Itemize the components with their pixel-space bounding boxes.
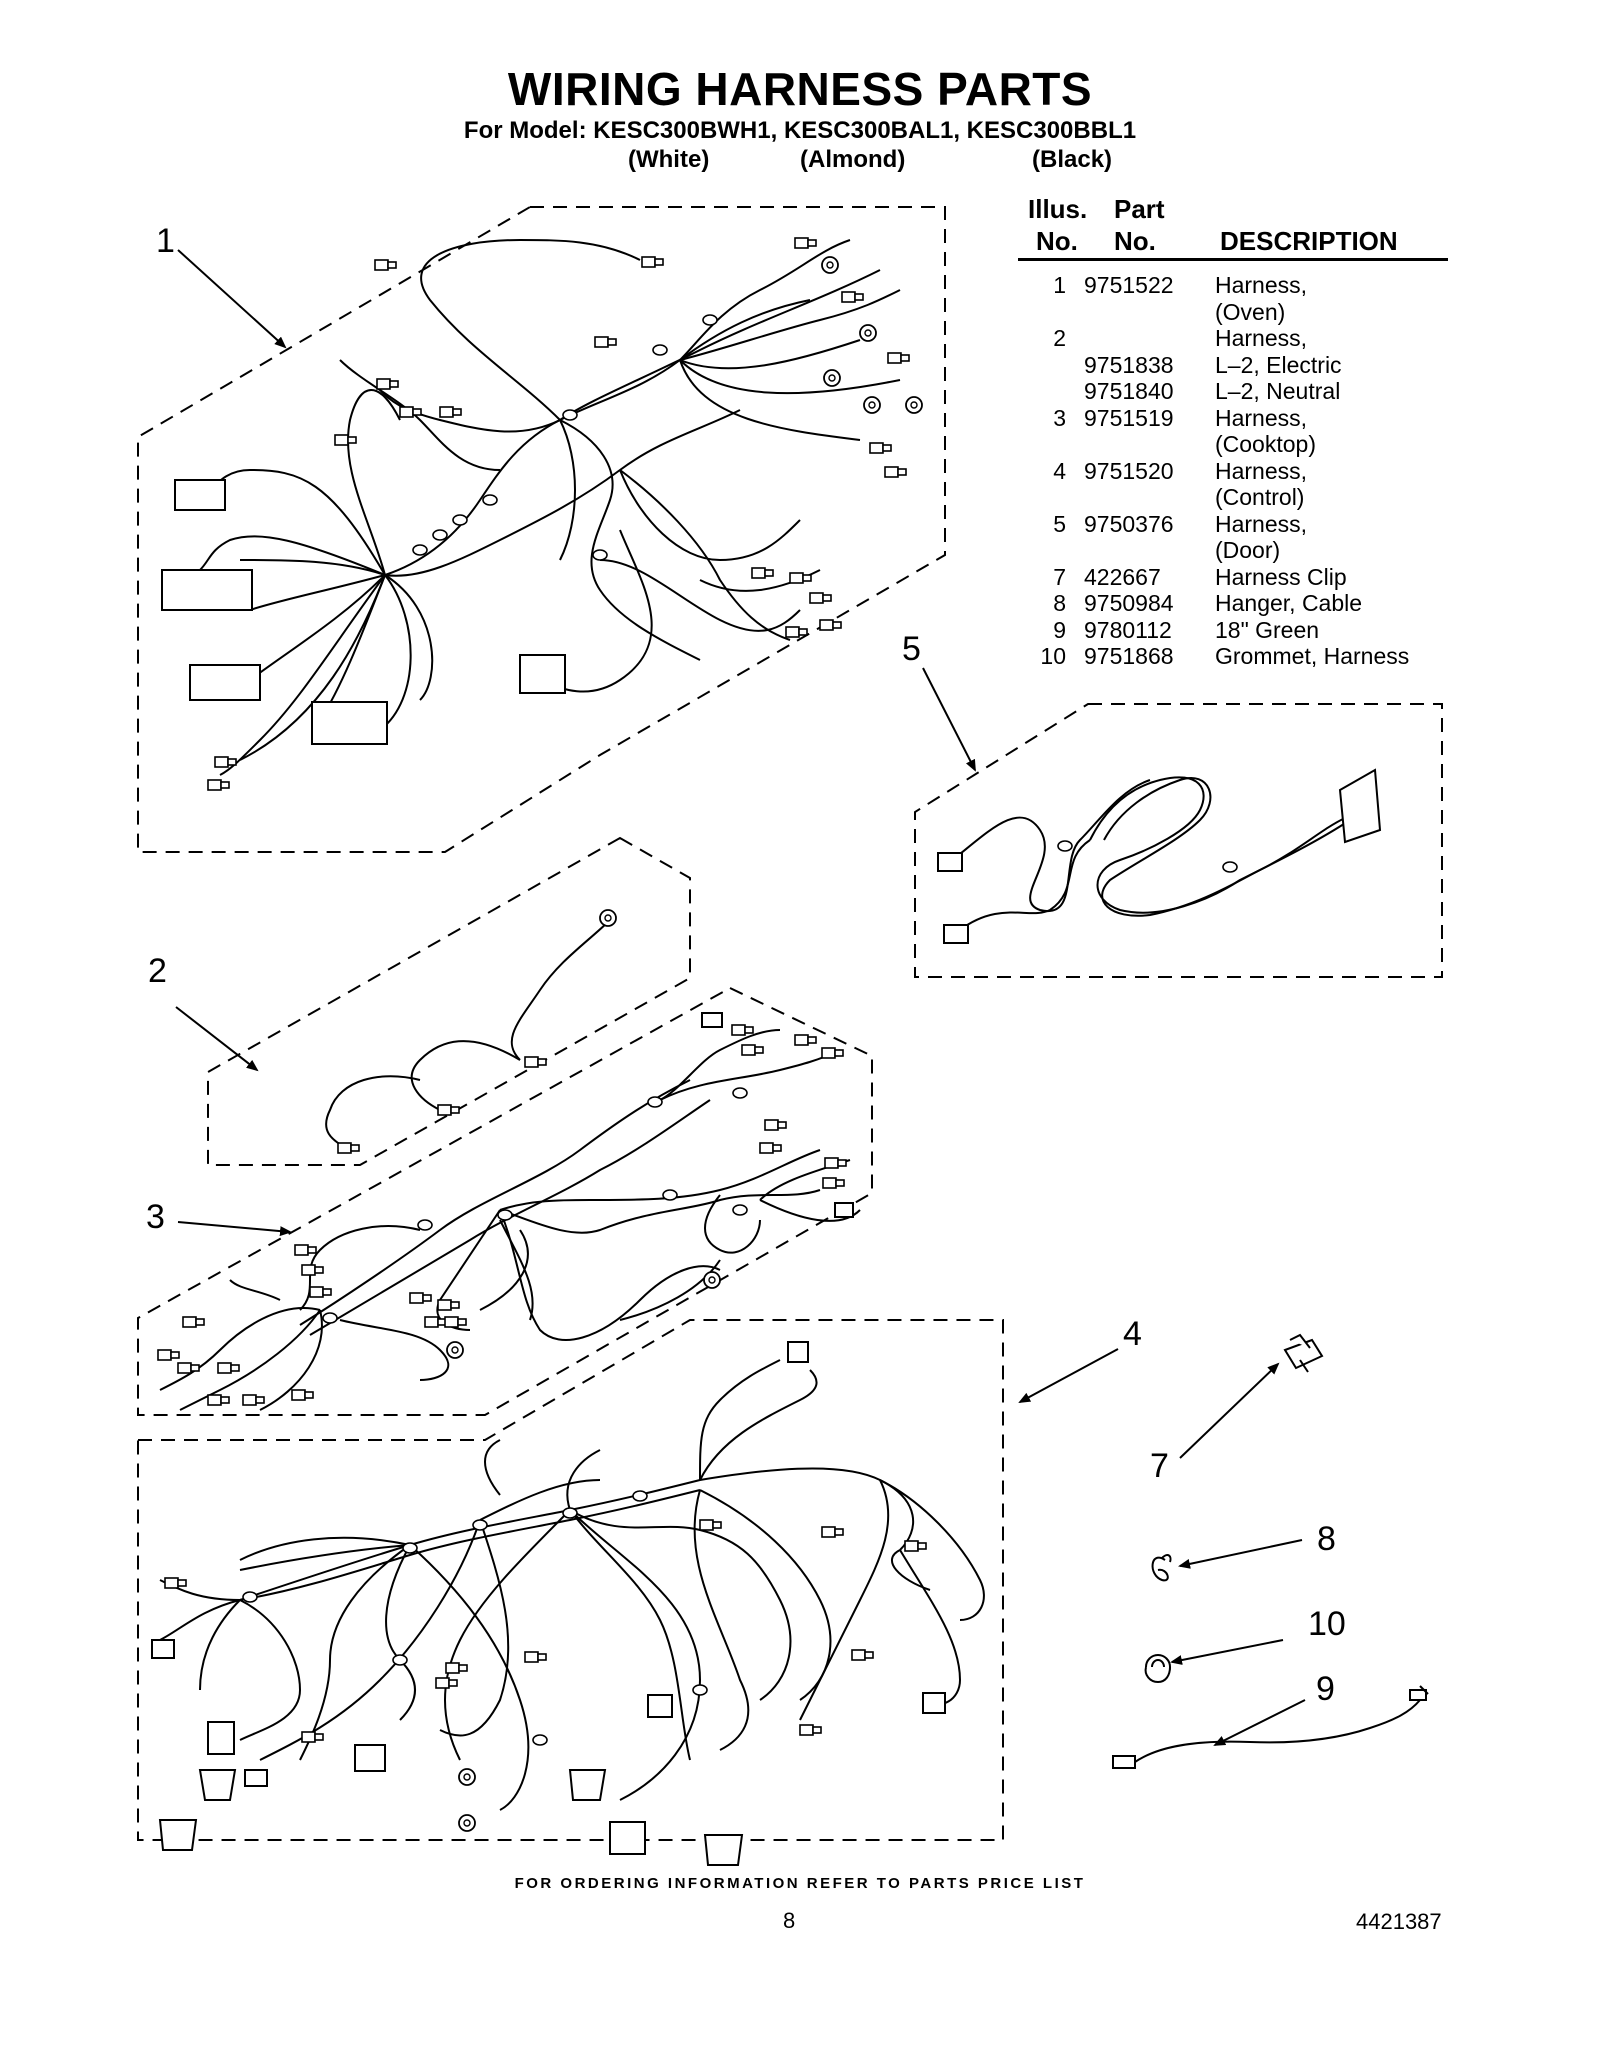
document-number: 4421387 — [1356, 1909, 1442, 1934]
callout-7: 7 — [1150, 1447, 1169, 1485]
part-number-cell: 9750984 — [1084, 590, 1174, 616]
cooktop-harness-group — [137, 986, 873, 1416]
illus-cell: 9 — [1053, 616, 1066, 643]
table-row: 4 9751520 Harness, — [1018, 458, 1448, 485]
callout-2: 2 — [148, 952, 167, 990]
description-cell: Harness, — [1215, 510, 1308, 537]
part-number-cell: 9751840 — [1084, 378, 1174, 404]
table-row: (Cooktop) — [1018, 431, 1448, 458]
page-number: 8 — [783, 1908, 796, 1933]
header-illus-line2: No. — [1036, 226, 1078, 256]
description-cell: L–2, Electric — [1215, 351, 1342, 378]
table-row: 8 9750984 Hanger, Cable — [1018, 590, 1448, 617]
illus-cell: 3 — [1053, 404, 1066, 431]
illus-cell: 4 — [1053, 457, 1066, 484]
door-harness-outline — [914, 703, 1443, 978]
illus-cell: 8 — [1053, 590, 1066, 616]
green-wire-part — [1112, 1685, 1429, 1769]
table-row: 2 Harness, — [1018, 325, 1448, 352]
header-description: DESCRIPTION — [1220, 226, 1398, 256]
header-rule — [1018, 258, 1448, 261]
callout-9: 9 — [1316, 1670, 1335, 1708]
page-title: WIRING HARNESS PARTS — [507, 63, 1093, 115]
description-cell: (Oven) — [1215, 298, 1286, 325]
illus-cell: 7 — [1053, 563, 1066, 590]
illus-cell: 1 — [1053, 272, 1066, 298]
part-number-cell: 9751522 — [1084, 272, 1174, 298]
callout-arrows — [175, 249, 1306, 1746]
illus-cell: 10 — [1040, 643, 1066, 669]
oven-harness-group — [137, 206, 946, 853]
control-harness-group — [137, 1319, 1004, 1866]
table-row: 1 9751522 Harness, — [1018, 272, 1448, 299]
part-number-cell: 9751519 — [1084, 404, 1174, 431]
table-row: 7 422667 Harness Clip — [1018, 564, 1448, 591]
part-number-cell: 422667 — [1084, 563, 1161, 590]
description-cell: 18" Green — [1215, 616, 1320, 643]
table-row: 3 9751519 Harness, — [1018, 405, 1448, 432]
callout-8: 8 — [1317, 1520, 1336, 1558]
variant-black: (Black) — [1032, 146, 1113, 173]
table-row: 9 9780112 18" Green — [1018, 617, 1448, 644]
description-cell: Harness Clip — [1215, 563, 1347, 590]
variant-almond: (Almond) — [800, 146, 906, 173]
description-cell: L–2, Neutral — [1215, 378, 1341, 404]
description-cell: (Door) — [1215, 537, 1281, 563]
callout-5: 5 — [902, 630, 921, 668]
table-row: (Control) — [1018, 484, 1448, 511]
description-cell: Harness, — [1215, 457, 1308, 484]
callout-10: 10 — [1308, 1605, 1346, 1643]
illus-cell: 5 — [1053, 510, 1066, 537]
description-cell: Grommet, Harness — [1215, 643, 1410, 669]
header-part-line2: No. — [1114, 226, 1156, 256]
part-number-cell: 9780112 — [1084, 616, 1172, 643]
ordering-note: FOR ORDERING INFORMATION REFER TO PARTS … — [514, 1875, 1086, 1892]
cable-hanger-part — [1151, 1554, 1172, 1582]
l2-harness-group — [207, 836, 691, 1166]
part-number-cell: 9750376 — [1084, 510, 1174, 537]
cooktop-harness-outline — [137, 986, 873, 1416]
header-part-line1: Part — [1114, 194, 1165, 224]
grommet-part — [1144, 1654, 1171, 1684]
table-row: 9751838 L–2, Electric — [1018, 352, 1448, 379]
description-cell: Hanger, Cable — [1215, 590, 1363, 616]
harness-clip-part — [1283, 1333, 1324, 1373]
description-cell: (Cooktop) — [1215, 431, 1316, 457]
table-row: (Door) — [1018, 537, 1448, 564]
table-row: (Oven) — [1018, 299, 1448, 326]
illus-cell: 2 — [1053, 325, 1066, 351]
description-cell: Harness, — [1215, 272, 1308, 298]
table-row: 5 9750376 Harness, — [1018, 511, 1448, 538]
callout-3: 3 — [146, 1198, 165, 1236]
description-cell: (Control) — [1215, 484, 1305, 510]
description-cell: Harness, — [1215, 325, 1308, 351]
control-harness-outline — [137, 1319, 1004, 1841]
door-harness-group — [914, 703, 1443, 978]
model-list: For Model: KESC300BWH1, KESC300BAL1, KES… — [463, 117, 1137, 144]
callout-1: 1 — [156, 222, 175, 260]
l2-harness-outline — [207, 836, 691, 1166]
callout-4: 4 — [1123, 1315, 1142, 1353]
description-cell: Harness, — [1215, 404, 1308, 431]
oven-harness-outline — [137, 206, 946, 853]
header-illus-line1: Illus. — [1028, 194, 1088, 224]
part-number-cell: 9751520 — [1084, 457, 1174, 484]
variant-white: (White) — [628, 146, 710, 173]
part-number-cell: 9751838 — [1084, 351, 1174, 378]
table-row: 9751840 L–2, Neutral — [1018, 378, 1448, 405]
part-number-cell: 9751868 — [1084, 643, 1174, 669]
table-row: 10 9751868 Grommet, Harness — [1018, 643, 1448, 670]
